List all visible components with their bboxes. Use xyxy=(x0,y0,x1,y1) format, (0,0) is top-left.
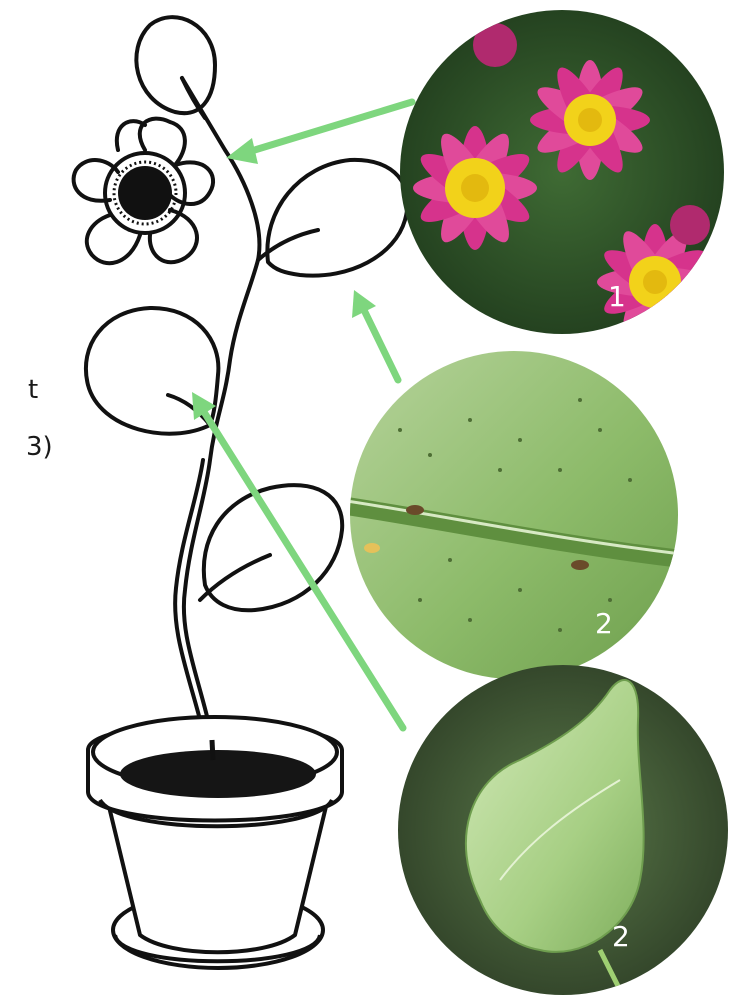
leaf-right-upper xyxy=(267,160,407,276)
pot-soil xyxy=(120,750,316,798)
plant-drawing xyxy=(74,17,408,755)
leaf-top xyxy=(136,17,215,113)
photo-spider-mites: 2 xyxy=(340,351,690,679)
photo-label-2b: 2 xyxy=(612,920,630,953)
arrow-to-flower xyxy=(226,102,412,164)
arrows xyxy=(192,102,412,728)
photo-label-1: 1 xyxy=(608,280,626,313)
edge-text-line2: 3) xyxy=(26,432,53,462)
photo-flowers: 1 xyxy=(400,10,724,340)
photo-label-2a: 2 xyxy=(595,607,613,640)
edge-text-line1: t xyxy=(28,375,38,405)
arrow-to-upper-leaf xyxy=(352,290,398,380)
leaf-right-lower xyxy=(204,485,342,610)
stem-base xyxy=(212,740,213,760)
flower-center xyxy=(114,162,176,224)
main-stem xyxy=(182,78,259,755)
photo-curled-leaf: 2 xyxy=(398,665,728,1000)
